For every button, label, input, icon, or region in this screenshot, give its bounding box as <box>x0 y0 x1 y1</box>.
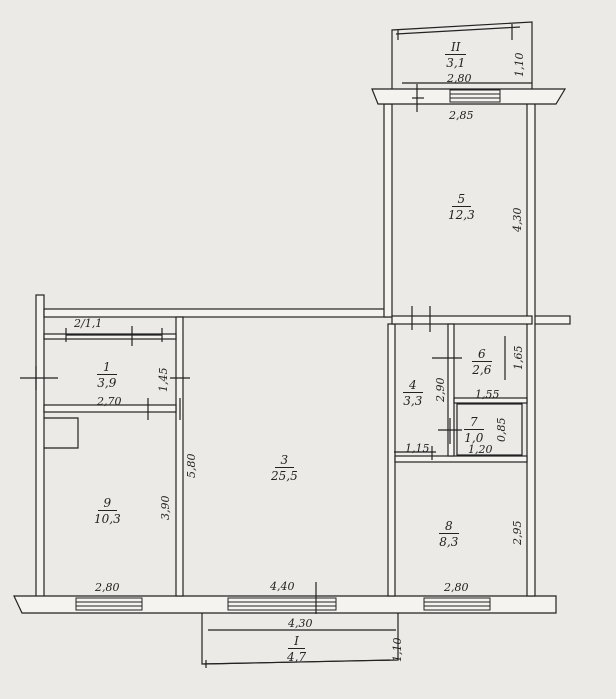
room-number: 4 <box>403 379 423 393</box>
dim-room5-height: 4,30 <box>511 207 524 233</box>
room-3-label: 3 25,5 <box>271 451 298 482</box>
room-area: 3,9 <box>97 376 117 390</box>
dim-balcony-bottom-depth: 1,10 <box>391 637 404 663</box>
wall-top-right <box>531 315 571 325</box>
room-7-label: 7 1,0 <box>464 413 484 444</box>
dim-room8-width: 2,80 <box>444 581 469 594</box>
wall-room3-left <box>175 316 184 597</box>
room-area: 3,1 <box>446 56 466 70</box>
room-area: 3,3 <box>403 394 423 408</box>
dim-closet: 2/1,1 <box>74 317 103 330</box>
wall-right <box>526 95 536 597</box>
room-area: 1,0 <box>464 431 484 445</box>
window-room3 <box>227 597 337 611</box>
room-number: 7 <box>464 416 484 430</box>
dim-room7-width: 1,20 <box>468 443 493 456</box>
dim-balcony-top-width: 2,80 <box>447 72 472 85</box>
wall-top-middle <box>43 308 391 318</box>
room-9-label: 9 10,3 <box>94 494 121 525</box>
dim-room6-height: 1,65 <box>512 345 525 371</box>
dim-room4-width: 1,15 <box>405 442 430 455</box>
wall-left <box>35 294 45 601</box>
room-area: 25,5 <box>271 469 298 483</box>
room-1-label: 1 3,9 <box>97 358 117 389</box>
room-number: 1 <box>97 361 117 375</box>
wall-room8-top <box>394 455 528 463</box>
dim-room9-height: 3,90 <box>159 495 172 521</box>
room-area: 12,3 <box>448 208 475 222</box>
room-area: 10,3 <box>94 512 121 526</box>
room-number: 5 <box>451 193 472 207</box>
wall-room1-bottom <box>43 404 177 413</box>
dim-room4-height: 2,90 <box>434 377 447 403</box>
room-number: 8 <box>439 520 459 534</box>
dim-room5-width: 2,85 <box>449 109 474 122</box>
dim-room8-height: 2,95 <box>511 520 524 546</box>
room-area: 4,7 <box>287 650 307 664</box>
room-number: 6 <box>472 348 492 362</box>
room-5-label: 5 12,3 <box>448 190 475 221</box>
dim-balcony-bottom-width: 4,30 <box>288 617 313 630</box>
room-number: II <box>445 41 467 55</box>
balcony-top <box>391 21 533 89</box>
room-number: 3 <box>274 454 295 468</box>
wall-room6-bottom <box>453 397 528 404</box>
room-area: 8,3 <box>439 535 459 549</box>
dim-room1-width: 2,70 <box>97 395 122 408</box>
dim-balcony-top-depth: 1,10 <box>513 52 526 78</box>
dim-room9-width: 2,80 <box>95 581 120 594</box>
wall-room5-bottom <box>391 315 533 325</box>
dim-room6-width: 1,55 <box>475 388 500 401</box>
room-area: 2,6 <box>472 363 492 377</box>
window-room9 <box>75 597 143 611</box>
room-number: I <box>288 635 305 649</box>
room-8-label: 8 8,3 <box>439 517 459 548</box>
dim-room3-height: 5,80 <box>185 453 198 479</box>
room-4-label: 4 3,3 <box>403 376 423 407</box>
window-room5 <box>449 89 501 103</box>
dim-room7-height: 0,85 <box>495 417 508 443</box>
room-I-label: I 4,7 <box>287 632 306 663</box>
dim-room1-height: 1,45 <box>157 367 170 393</box>
wall-room4-right <box>447 323 455 457</box>
room-II-label: II 3,1 <box>445 38 467 70</box>
room-6-label: 6 2,6 <box>472 345 492 376</box>
wall-room3-right <box>387 323 396 597</box>
dim-room3-width: 4,40 <box>270 580 295 593</box>
wall-closet-bottom <box>43 333 177 340</box>
window-room8 <box>423 597 491 611</box>
wall-upper-left <box>383 103 393 318</box>
room-number: 9 <box>97 497 118 511</box>
